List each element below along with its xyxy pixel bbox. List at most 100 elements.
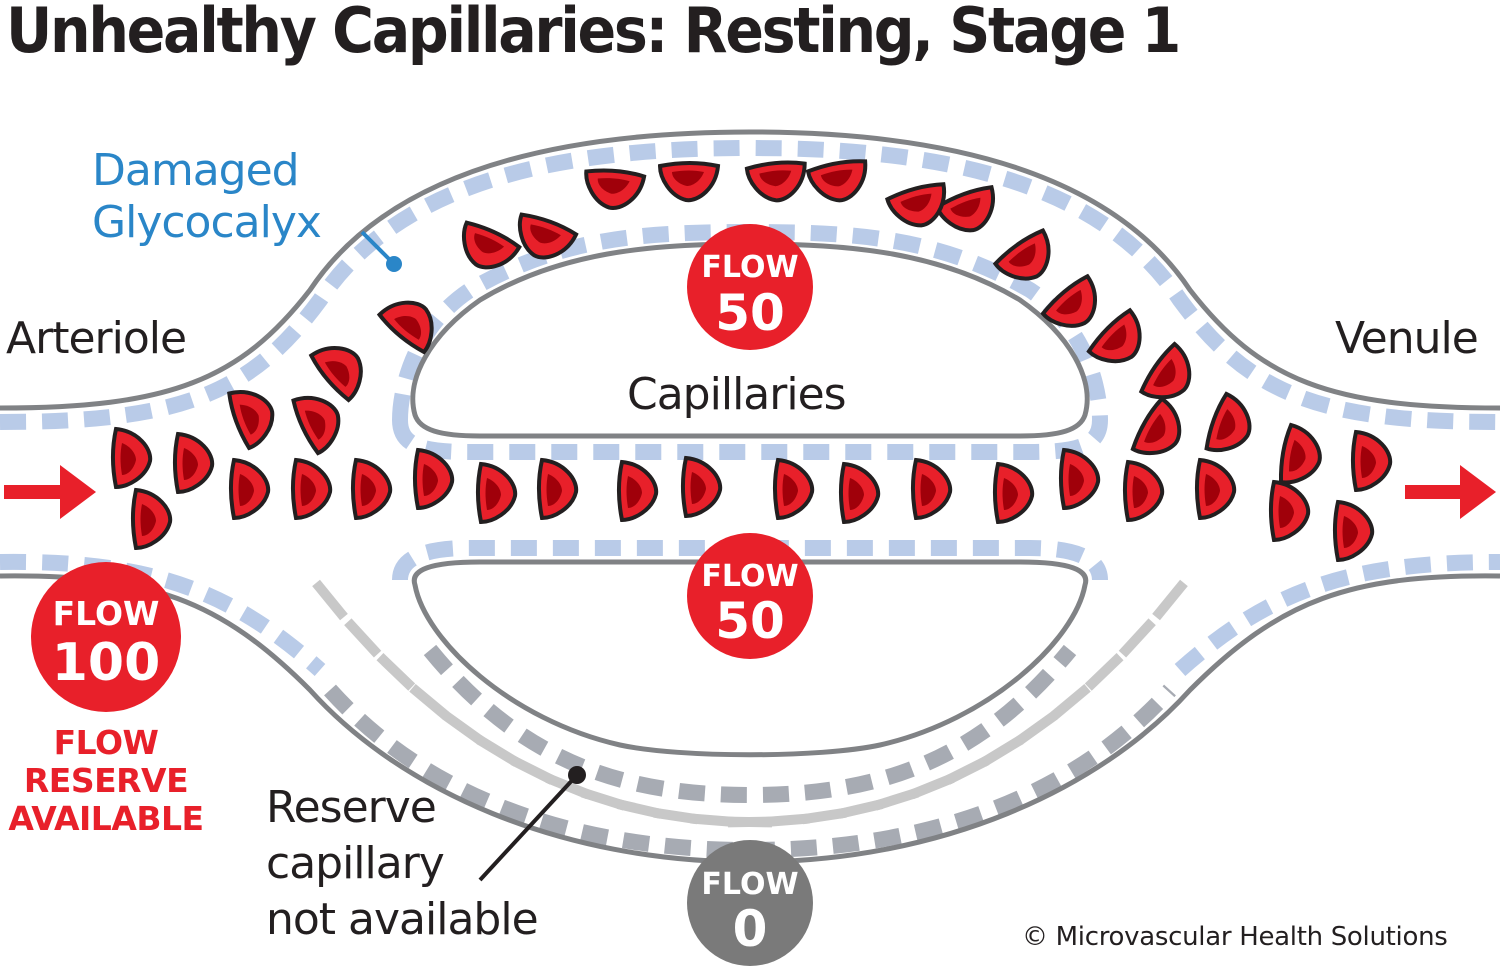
reserve-label-line3: not available bbox=[266, 894, 539, 945]
flow-reserve-line3: AVAILABLE bbox=[8, 799, 204, 838]
red-blood-cell bbox=[1130, 396, 1182, 455]
reserve-capillary-label: Reserve capillary not available bbox=[266, 780, 539, 948]
arteriole-label: Arteriole bbox=[6, 313, 187, 364]
flow-reserve-available-label: FLOW RESERVE AVAILABLE bbox=[4, 724, 208, 838]
reserve-capillary-bar bbox=[1050, 683, 1091, 720]
red-blood-cell bbox=[992, 227, 1051, 281]
glycocalyx-label-line2: Glycocalyx bbox=[92, 197, 322, 248]
capillary-lower-island bbox=[411, 559, 1089, 758]
red-blood-cell bbox=[744, 160, 807, 203]
glycocalyx-pointer bbox=[360, 230, 402, 272]
glycocalyx-top-outer bbox=[0, 139, 1500, 430]
flow-reserve-line2: RESERVE bbox=[23, 761, 189, 800]
red-blood-cell bbox=[111, 426, 153, 490]
reserve-capillary-bar bbox=[1152, 579, 1188, 621]
red-blood-cell bbox=[227, 390, 275, 451]
red-blood-cell bbox=[1333, 499, 1375, 563]
vessel-wall-top bbox=[0, 129, 1500, 411]
reserve-label-line2: capillary bbox=[266, 838, 445, 889]
reserve-capillary-bar bbox=[409, 683, 450, 720]
red-blood-cell bbox=[993, 461, 1035, 525]
glycocalyx-right-lower bbox=[1174, 554, 1500, 676]
red-blood-cell bbox=[291, 457, 333, 521]
red-blood-cell bbox=[617, 459, 659, 523]
red-blood-cell bbox=[517, 212, 579, 260]
flow-badge-inlet: FLOW 100 bbox=[31, 562, 181, 712]
red-blood-cell bbox=[1123, 459, 1165, 523]
flow-badge-upper-value: 50 bbox=[715, 284, 785, 342]
red-blood-cell bbox=[476, 461, 518, 525]
red-blood-cell bbox=[462, 220, 522, 270]
reserve-capillary-bar bbox=[945, 755, 990, 785]
reserve-capillary-bar bbox=[344, 618, 382, 658]
reserve-capillary-bar bbox=[1084, 653, 1124, 691]
reserve-capillary-bar bbox=[1118, 618, 1156, 658]
glycocalyx-left-lower bbox=[0, 553, 326, 676]
red-blood-cell bbox=[1279, 422, 1322, 485]
flow-badge-reserve-circle bbox=[687, 840, 813, 966]
reserve-label-line1: Reserve bbox=[266, 782, 437, 833]
reserve-capillary-bar bbox=[476, 735, 520, 767]
red-blood-cell bbox=[1351, 429, 1393, 493]
red-blood-cell bbox=[291, 396, 341, 456]
flow-badge-inlet-value: 100 bbox=[52, 633, 161, 693]
reserve-capillary-bar bbox=[312, 579, 348, 621]
reserve-capillary-bar bbox=[874, 787, 920, 811]
reserve-capillary-bar bbox=[910, 773, 955, 800]
red-blood-cell bbox=[657, 161, 721, 203]
red-blood-cell bbox=[1195, 457, 1237, 521]
reserve-capillary-bar bbox=[764, 813, 810, 828]
reserve-capillary-bar bbox=[980, 735, 1024, 767]
glycocalyx-middle-top bbox=[392, 419, 1108, 460]
red-blood-cell bbox=[308, 346, 363, 403]
flow-badge-middle: FLOW 50 bbox=[687, 533, 813, 659]
flow-reserve-line1: FLOW bbox=[53, 723, 159, 762]
capillary-upper-island bbox=[410, 241, 1090, 439]
flow-badge-upper-circle bbox=[687, 224, 813, 350]
flow-badge-inlet-label: FLOW bbox=[53, 594, 160, 633]
flow-badge-middle-value: 50 bbox=[715, 592, 785, 650]
red-blood-cell bbox=[773, 457, 815, 521]
reserve-capillary-bar bbox=[376, 653, 416, 691]
flow-badge-reserve-value: 0 bbox=[733, 900, 768, 958]
red-blood-cell bbox=[1269, 479, 1311, 543]
copyright-notice: © Microvascular Health Solutions bbox=[1022, 922, 1448, 952]
page-title: Unhealthy Capillaries: Resting, Stage 1 bbox=[6, 0, 1181, 67]
glycocalyx-label-line1: Damaged bbox=[92, 145, 300, 196]
red-blood-cell bbox=[839, 461, 881, 525]
glycocalyx-label: Damaged Glycocalyx bbox=[92, 145, 322, 249]
flow-badge-middle-label: FLOW bbox=[701, 559, 798, 594]
red-blood-cell bbox=[537, 457, 579, 521]
flow-badge-reserve-label: FLOW bbox=[701, 867, 798, 902]
red-blood-cell bbox=[681, 455, 723, 519]
red-blood-cell bbox=[805, 159, 868, 203]
red-blood-cell bbox=[584, 168, 647, 210]
reserve-capillary-bar bbox=[838, 799, 884, 819]
red-blood-cell bbox=[131, 487, 173, 551]
reserve-capillary-bar bbox=[690, 813, 736, 828]
red-blood-cell bbox=[1086, 307, 1142, 364]
red-blood-cell bbox=[1059, 447, 1101, 511]
red-blood-cell bbox=[351, 457, 393, 521]
red-blood-cell bbox=[229, 457, 271, 521]
reserve-capillary-bar bbox=[727, 816, 773, 828]
glycocalyx-reserve-inner bbox=[423, 644, 1077, 804]
reserve-capillary-bar bbox=[1015, 711, 1058, 746]
reserve-capillary-bars bbox=[312, 579, 1188, 828]
venule-label: Venule bbox=[1335, 313, 1479, 364]
red-blood-cell bbox=[1138, 341, 1192, 400]
red-blood-cell bbox=[413, 447, 455, 511]
red-blood-cell bbox=[1204, 391, 1252, 453]
reserve-capillary-bar bbox=[616, 799, 662, 819]
reserve-capillary-bar bbox=[653, 807, 699, 825]
reserve-capillary-bar bbox=[510, 755, 555, 785]
reserve-capillary-pointer bbox=[478, 766, 586, 882]
flow-badge-reserve: FLOW 0 bbox=[687, 840, 813, 966]
flow-badge-middle-circle bbox=[687, 533, 813, 659]
outflow-arrow bbox=[1405, 465, 1496, 519]
red-blood-cell bbox=[376, 300, 434, 355]
glycocalyx-middle-bottom bbox=[392, 540, 1108, 581]
reserve-capillary-bar bbox=[442, 711, 485, 746]
